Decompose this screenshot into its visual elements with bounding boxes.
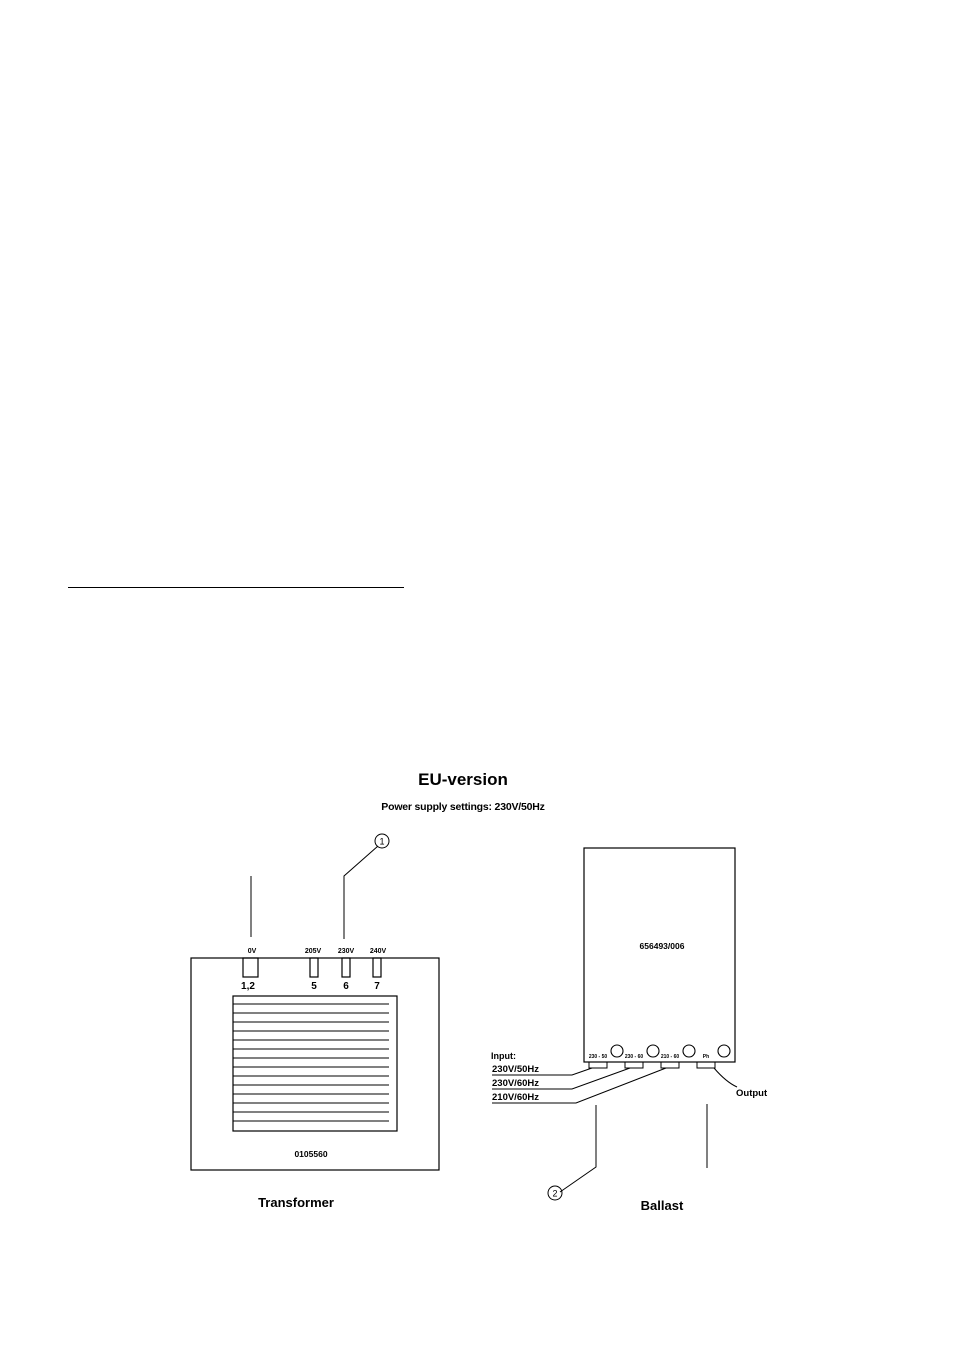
terminal-number: 1,2: [241, 981, 255, 992]
transformer-winding-lines: [233, 1003, 389, 1122]
tap-voltage-label: 205V: [305, 948, 322, 955]
output-label: Output: [736, 1088, 768, 1099]
tap-voltage-label: 240V: [370, 948, 387, 955]
ballast-terminal-label: 230 - 60: [625, 1054, 644, 1060]
diagram-title: EU-version: [418, 770, 508, 789]
tap-voltage-label: 0V: [248, 948, 257, 955]
callout-2-number: 2: [552, 1189, 557, 1199]
terminal-number: 7: [374, 981, 380, 992]
screw-icon: [646, 1044, 660, 1058]
ballast-part-number: 656493/006: [640, 941, 685, 951]
transformer-winding-panel: [232, 995, 398, 1132]
ballast-terminal-label: 230 - 50: [589, 1054, 608, 1060]
ballast-body: [583, 847, 736, 1063]
ballast-terminal-tab: [588, 1061, 608, 1069]
terminal-230v: [341, 957, 351, 978]
terminal-number: 6: [343, 981, 349, 992]
terminal-205v: [309, 957, 319, 978]
ballast-terminal-label: 210 - 60: [661, 1054, 680, 1060]
input-leader-230-60: [492, 1067, 631, 1090]
input-option: 230V/60Hz: [492, 1078, 539, 1089]
ballast: 656493/006 230 - 50 230 - 60 210 - 60 Ph…: [491, 847, 768, 1213]
ballast-terminal-tab: [624, 1061, 644, 1069]
callout-1-number: 1: [379, 837, 384, 847]
callout-2: 2: [547, 1185, 563, 1201]
ballast-caption: Ballast: [641, 1198, 684, 1213]
section-heading-underline: [68, 587, 404, 588]
tap-voltage-label: 230V: [338, 948, 355, 955]
diagram-subtitle: Power supply settings: 230V/50Hz: [381, 801, 545, 813]
screw-icon: [682, 1044, 696, 1058]
transformer-part-number: 0105560: [294, 1149, 327, 1159]
transformer-caption: Transformer: [258, 1195, 334, 1210]
ballast-terminal-label: Ph: [703, 1054, 709, 1060]
screw-icon: [610, 1044, 624, 1058]
ballast-terminal-tab: [660, 1061, 680, 1069]
ballast-terminal-tab: [696, 1061, 716, 1069]
input-label: Input:: [491, 1051, 516, 1061]
screw-icon: [717, 1044, 731, 1058]
callout-1: 1: [374, 833, 390, 849]
terminal-number: 5: [311, 981, 317, 992]
input-leader-230-50: [492, 1067, 593, 1076]
terminal-240v: [372, 957, 382, 978]
lead-230v-callout: [343, 845, 379, 939]
input-option: 230V/50Hz: [492, 1064, 539, 1075]
ballast-input-lead: [559, 1105, 597, 1193]
input-option: 210V/60Hz: [492, 1092, 539, 1103]
terminal-0v: [242, 957, 259, 978]
output-leader: [713, 1067, 738, 1088]
input-leader-210-60: [492, 1067, 667, 1104]
transformer: 0V 205V 230V 240V 1,2 5 6 7 0105560 Tran…: [190, 845, 440, 1210]
